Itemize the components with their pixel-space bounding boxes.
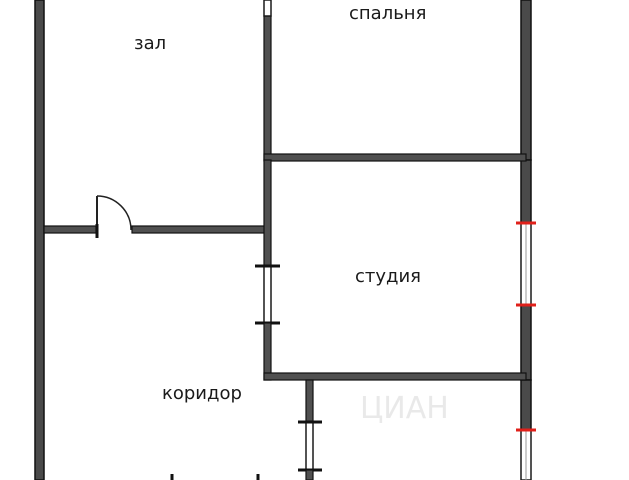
wall-studio-bottom xyxy=(263,372,527,381)
wall-hall-bottom-left xyxy=(43,225,97,234)
outer-wall-right-mid xyxy=(520,159,532,224)
wall-bedroom-bottom xyxy=(263,153,527,162)
wall-hall-bedroom xyxy=(263,15,272,161)
watermark: ЦИАН xyxy=(360,391,449,426)
room-label-bedroom: спальня xyxy=(349,3,426,24)
room-label-studio: студия xyxy=(355,266,421,287)
wall-studio-left-bottom xyxy=(263,322,272,381)
opening-lower xyxy=(305,421,314,471)
opening-top xyxy=(263,0,272,17)
outer-wall-right-lower xyxy=(520,304,532,381)
room-label-corridor: коридор xyxy=(162,383,242,404)
outer-wall-right-bottom xyxy=(520,379,532,431)
room-label-hall: зал xyxy=(134,33,166,54)
wall-studio-left-top xyxy=(263,159,272,267)
outer-wall-right-top xyxy=(520,0,532,161)
wall-lower-left-top xyxy=(305,379,314,423)
outer-wall-left xyxy=(34,0,45,480)
door-hall-arc xyxy=(96,195,132,231)
wall-lower-left-bottom xyxy=(305,469,314,480)
opening-studio-left xyxy=(263,265,272,324)
wall-hall-bottom-right xyxy=(131,225,271,234)
